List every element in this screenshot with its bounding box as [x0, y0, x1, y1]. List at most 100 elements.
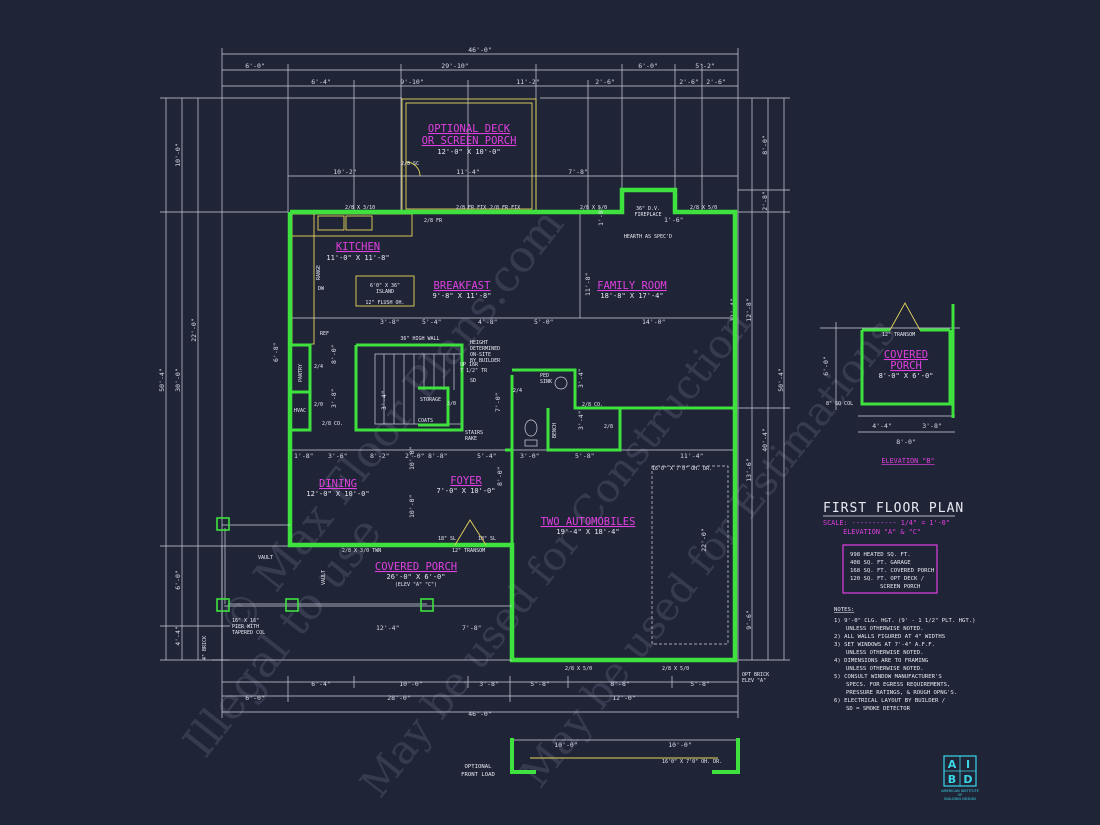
- fixture-labels: 6'0" X 36" ISLAND 12" FLUSH OH. 36" D.V.…: [202, 205, 769, 684]
- front-load-dim-2: 10'-0": [668, 741, 691, 749]
- note-5: UNLESS OTHERWISE NOTED.: [846, 650, 923, 656]
- aibd-logo: A I B D AMERICAN INSTITUTE OF BUILDING D…: [941, 755, 979, 801]
- note-10: PRESSURE RATINGS, & ROUGH OPNG'S.: [846, 690, 957, 696]
- dim-int-20: 8'-0": [496, 466, 504, 486]
- transom-label: 12" TRANSOM: [452, 548, 485, 554]
- left-dimension-lines: [160, 97, 402, 661]
- dim-top-6: 9'-10": [400, 78, 423, 86]
- opt-brick-1: OPT BRICK: [742, 672, 769, 678]
- dim-int-27: 3'-4": [380, 390, 388, 410]
- dim-bottom-5: 8'-8": [610, 680, 630, 688]
- deck-door-label: 2/8 SC: [401, 161, 419, 167]
- logo-letter-d: D: [963, 773, 972, 786]
- dim-int-25: 1'-6": [664, 216, 684, 224]
- porch-size: 26'-0" X 6'-0": [386, 573, 445, 581]
- up-label-2: 7 1/2" TR: [460, 368, 488, 374]
- fireplace-label-2: FIREPLACE: [634, 212, 661, 218]
- front-load-label-2: FRONT LOAD: [461, 772, 495, 778]
- front-load-door: 16'0" X 7'0" OH. DR.: [662, 759, 722, 765]
- area-line-1: 998 HEATED SQ. FT.: [850, 552, 911, 558]
- ped-sink-2: SINK: [540, 379, 552, 385]
- island-label-1: 6'0" X 36": [370, 283, 400, 289]
- dim-top-12: 11'-4": [456, 168, 479, 176]
- logo-caption-3: BUILDING DESIGN: [944, 797, 976, 801]
- height-label-1: HEIGHT: [470, 340, 488, 346]
- note-7: UNLESS OTHERWISE NOTED.: [846, 666, 923, 672]
- porch-name: COVERED PORCH: [375, 561, 457, 573]
- dim-bottom-8: 28'-0": [387, 694, 410, 702]
- dim-int-24: 1'-8": [597, 206, 605, 226]
- dim-bottom-9: 12'-0": [612, 694, 635, 702]
- stairs-rake-2: RAKE: [465, 436, 477, 442]
- window-fix-2: 2/8 FR FIX: [490, 205, 520, 211]
- pier-3: [285, 598, 299, 612]
- plan-scale: SCALE: ----------- 1/4" = 1'-0": [823, 519, 950, 527]
- dim-bottom-4: 5'-8": [530, 680, 550, 688]
- dim-int-26: 3'-8": [330, 388, 338, 408]
- logo-letter-i: I: [966, 758, 970, 771]
- elev-b-dim-2: 4'-4": [872, 422, 892, 430]
- dim-overall-bottom: 46'-0": [468, 710, 491, 718]
- dim-int-14: 11'-4": [680, 452, 703, 460]
- dim-int-5: 14'-0": [642, 318, 665, 326]
- pantry-label: PANTRY: [298, 364, 304, 382]
- vault-label-2: VAULT: [321, 570, 327, 585]
- dim-left-1: 10'-0": [174, 143, 182, 166]
- family-name: FAMILY ROOM: [597, 280, 667, 292]
- door-30: 3/0: [447, 401, 456, 407]
- hearth-label: HEARTH AS SPEC'D: [624, 234, 672, 240]
- note-2: UNLESS OTHERWISE NOTED.: [846, 626, 923, 632]
- area-line-5: SCREEN PORCH: [880, 584, 920, 590]
- dim-left-5: 6'-0": [174, 570, 182, 590]
- note-12: SD = SMOKE DETECTOR: [846, 706, 911, 712]
- plan-elevation: ELEVATION "A" & "C": [843, 528, 921, 536]
- room-labels: KITCHEN 11'-0" X 11'-8" BREAKFAST 9'-8" …: [306, 241, 666, 588]
- notes-title: NOTES:: [834, 607, 854, 613]
- dim-top-1: 6'-0": [245, 62, 265, 70]
- dim-right-7: 13'-6": [745, 458, 753, 481]
- dim-right-9: 9'-6": [745, 610, 753, 630]
- flush-label: 12" FLUSH OH.: [365, 300, 404, 306]
- dining-size: 12'-0" X 10'-0": [306, 490, 369, 498]
- dim-right-6: 40'-4": [761, 428, 769, 451]
- optional-deck: OPTIONAL DECK OR SCREEN PORCH 12'-0" X 1…: [401, 98, 537, 212]
- logo-caption-2: OF: [958, 793, 963, 797]
- dim-int-21: 3'-4": [577, 368, 585, 388]
- dim-left-2: 22'-0": [190, 318, 198, 341]
- range-label: RANGE: [316, 265, 322, 280]
- porch-elev: (ELEV "A" "C"): [395, 582, 437, 588]
- opt-brick-2: ELEV "A": [742, 678, 766, 684]
- area-line-3: 168 SQ. FT. COVERED PORCH: [850, 568, 934, 574]
- dim-int-9: 3'-6": [328, 452, 348, 460]
- dim-int-7: 5'-8": [575, 452, 595, 460]
- dim-bottom-7: 6'-0": [245, 694, 265, 702]
- logo-letter-a: A: [948, 758, 957, 771]
- dim-bottom-3: 3'-8": [479, 680, 499, 688]
- dim-int-3: 4'-8": [478, 318, 498, 326]
- dim-int-8: 1'-8": [294, 452, 314, 460]
- dim-top-10: 2'-6": [706, 78, 726, 86]
- pier-label-3: TAPERED COL: [232, 630, 265, 636]
- door-28fr: 2/8 FR: [424, 218, 443, 224]
- stairs-rake-1: STAIRS: [465, 430, 483, 436]
- note-11: 6) ELECTRICAL LAYOUT BY BUILDER /: [834, 698, 945, 704]
- area-line-4: 120 SQ. FT. OPT DECK /: [850, 576, 924, 582]
- kitchen-name: KITCHEN: [336, 241, 380, 253]
- door-28: 2/8: [604, 424, 613, 430]
- pier-4: [420, 598, 434, 612]
- family-size: 18'-8" X 17'-4": [600, 292, 663, 300]
- window-family-2: 2/8 X 5/0: [690, 205, 717, 211]
- door-pantry: 2/4: [314, 364, 323, 370]
- note-4: 3) SET WINDOWS AT 7'-4" A.F.F.: [834, 642, 935, 648]
- dim-int-28: 7'-0": [494, 392, 502, 412]
- dim-int-23: 11'-8": [584, 273, 592, 296]
- front-load-dim-1: 10'-0": [554, 741, 577, 749]
- dim-top-11: 10'-2": [333, 168, 356, 176]
- ped-sink-1: PED: [540, 373, 549, 379]
- dim-overall-top: 46'-0": [468, 46, 491, 54]
- window-dining: 2/8 X 3/0 TWN: [342, 548, 381, 554]
- notes: NOTES: 1) 9'-0" CLG. HGT. (9' - 1 1/2" P…: [834, 607, 975, 712]
- breakfast-size: 9'-8" X 11'-8": [432, 292, 491, 300]
- dim-right-2: 2'-8": [761, 191, 769, 211]
